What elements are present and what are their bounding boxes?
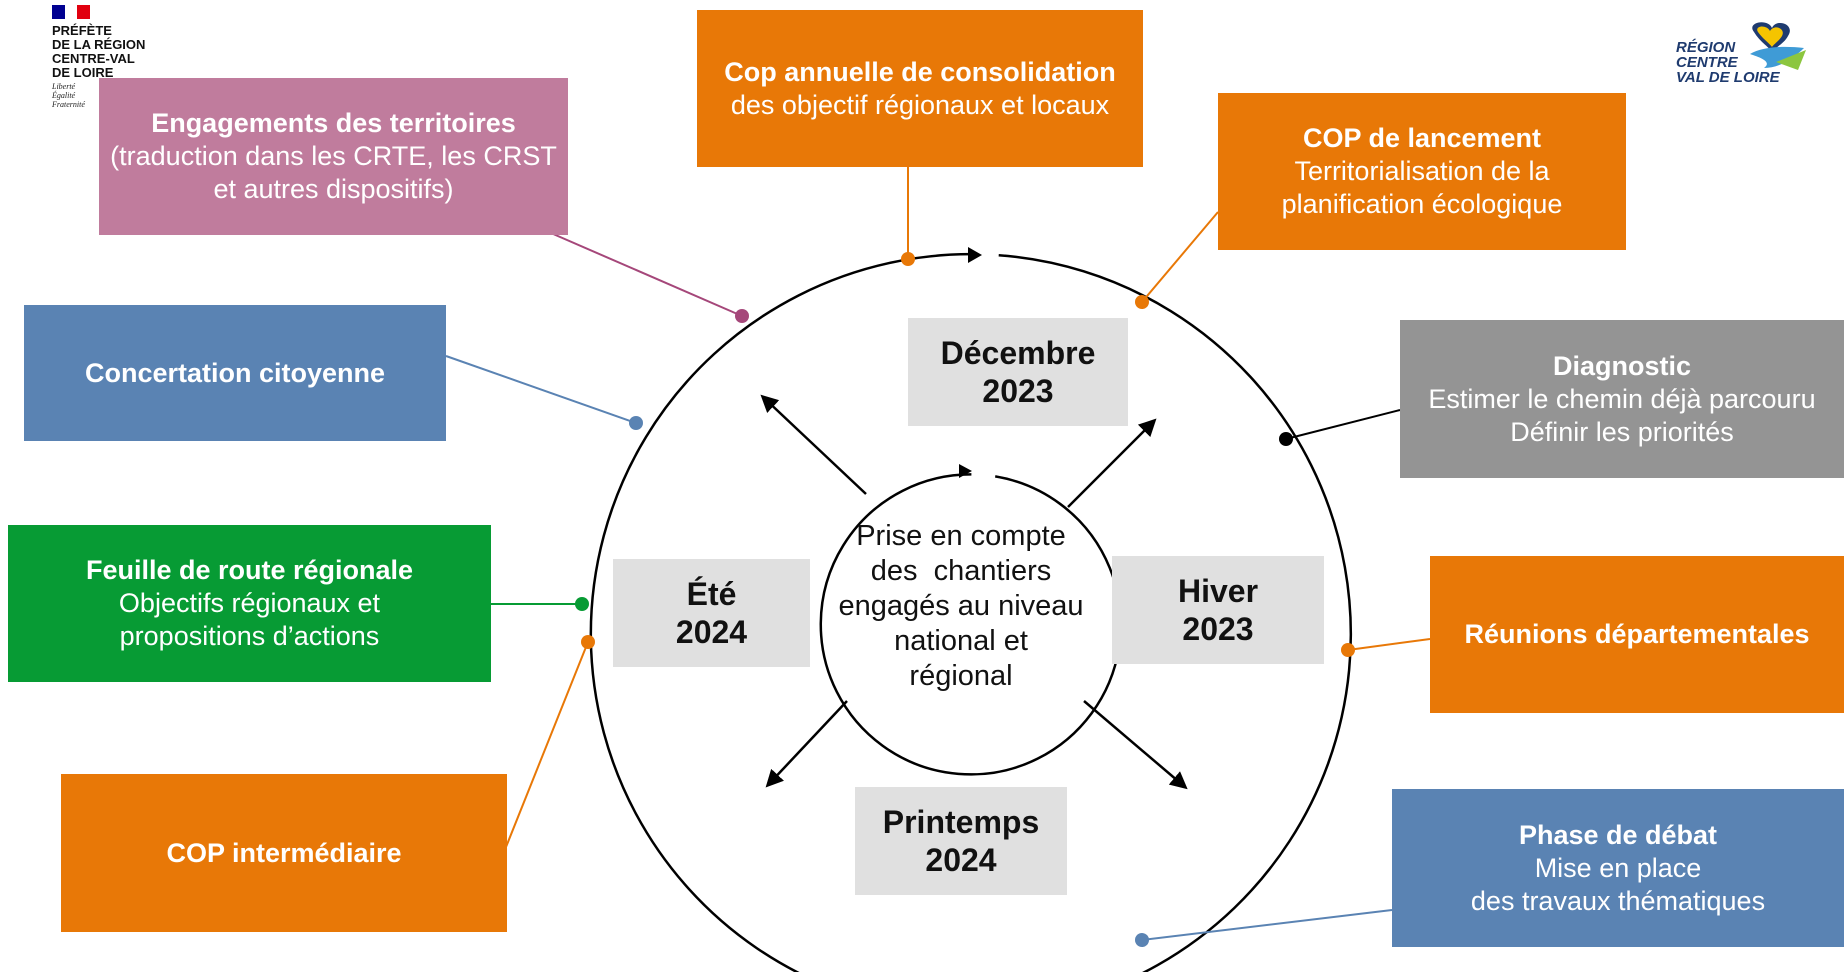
season-hiver-year: 2023 (1182, 611, 1254, 647)
season-printemps-label: Printemps (882, 804, 1040, 840)
cop-intermediaire-box: COP intermédiaire (61, 774, 507, 932)
season-decembre-label: Décembre (940, 335, 1096, 371)
french-flag-icon (52, 5, 91, 19)
center-line: régional (909, 659, 1013, 692)
center-line: engagés au niveau (838, 589, 1084, 622)
feuille-route-desc: Objectifs régionaux et propositions d’ac… (118, 588, 381, 651)
phase-debat-box: Phase de débat Mise en place des travaux… (1392, 789, 1844, 947)
arrow-to-printemps (765, 700, 848, 788)
prefecture-motto: Liberté Égalité Fraternité (52, 82, 85, 109)
inner-cycle-ring (819, 473, 1123, 776)
dot-reunions (1341, 643, 1355, 657)
feuille-route-box: Feuille de route régionale Objectifs rég… (8, 525, 491, 682)
inner-cycle-arrowhead (959, 464, 972, 478)
region-emblem-icon (1750, 22, 1806, 70)
dot-feuille-route (575, 597, 589, 611)
cop-lancement-title: COP de lancement (1302, 123, 1542, 153)
cop-lancement-box: COP de lancement Territorialisation de l… (1218, 93, 1626, 250)
season-hiver: Hiver 2023 (1112, 556, 1324, 664)
season-printemps-year: 2024 (925, 842, 997, 878)
dot-cop-intermediaire (581, 635, 595, 649)
reunions-title: Réunions départementales (1464, 619, 1810, 649)
season-printemps: Printemps 2024 (855, 787, 1067, 895)
outer-cycle-arrowhead (968, 247, 982, 263)
cop-annuelle-title: Cop annuelle de consolidation (724, 56, 1116, 87)
flag-red-stripe (77, 5, 91, 19)
cop-lancement-desc: Territorialisation de la planification é… (1281, 156, 1563, 219)
phase-debat-title: Phase de débat (1518, 819, 1718, 850)
arrow-to-ete (760, 394, 867, 495)
connector-cop-intermediaire (505, 641, 589, 848)
center-line: national et (894, 624, 1028, 657)
outer-cycle-ring (589, 252, 1353, 972)
center-line: des chantiers (870, 554, 1052, 587)
prefecture-logo: PRÉFÈTE DE LA RÉGION CENTRE-VAL DE LOIRE… (52, 5, 192, 109)
region-name: RÉGION CENTRE VAL DE LOIRE (1676, 39, 1780, 86)
arrow-to-hiver (1083, 700, 1188, 790)
connector-concertation (445, 355, 637, 424)
arrow-to-decembre (1067, 418, 1157, 508)
diagnostic-title: Diagnostic (1552, 350, 1692, 381)
concertation-box: Concertation citoyenne (24, 305, 446, 441)
connector-cop-lancement (1141, 211, 1219, 303)
reunions-box: Réunions départementales (1430, 556, 1844, 713)
flag-blue-stripe (52, 5, 65, 19)
dot-cop-lancement (1135, 295, 1149, 309)
dot-engagements (735, 309, 749, 323)
season-hiver-label: Hiver (1177, 573, 1259, 609)
season-decembre: Décembre 2023 (908, 318, 1128, 426)
engagements-title: Engagements des territoires (151, 108, 516, 138)
center-text: Prise en compte des chantiers engagés au… (815, 516, 1107, 696)
cop-annuelle-box: Cop annuelle de consolidation des object… (697, 10, 1143, 167)
engagements-desc: (traduction dans les CRTE, les CRST et a… (110, 141, 557, 204)
diagnostic-box: Diagnostic Estimer le chemin déjà parcou… (1400, 320, 1844, 478)
season-ete-label: Été (686, 576, 737, 612)
region-logo: RÉGION CENTRE VAL DE LOIRE (1676, 18, 1816, 90)
dot-phase-debat (1135, 933, 1149, 947)
cop-intermediaire-title: COP intermédiaire (166, 837, 402, 868)
center-line: Prise en compte (856, 519, 1066, 552)
diagnostic-desc: Estimer le chemin déjà parcouru Définir … (1428, 383, 1816, 447)
prefecture-name: PRÉFÈTE DE LA RÉGION CENTRE-VAL DE LOIRE (52, 23, 146, 80)
dot-cop-annuelle (901, 252, 915, 266)
connector-diagnostic (1285, 409, 1401, 440)
dot-diagnostic (1279, 432, 1293, 446)
connector-reunions (1347, 638, 1431, 651)
connector-engagements (543, 229, 743, 317)
concertation-title: Concertation citoyenne (84, 357, 386, 388)
season-decembre-year: 2023 (982, 373, 1054, 409)
dot-concertation (629, 416, 643, 430)
season-ete: Été 2024 (613, 559, 810, 667)
connector-phase-debat (1141, 909, 1393, 941)
cop-annuelle-desc: des objectif régionaux et locaux (730, 89, 1110, 120)
phase-debat-desc: Mise en place des travaux thématiques (1470, 852, 1766, 916)
flag-white-stripe (64, 5, 78, 19)
season-ete-year: 2024 (675, 614, 748, 650)
engagements-box: Engagements des territoires (traduction … (99, 78, 568, 235)
feuille-route-title: Feuille de route régionale (85, 555, 414, 585)
